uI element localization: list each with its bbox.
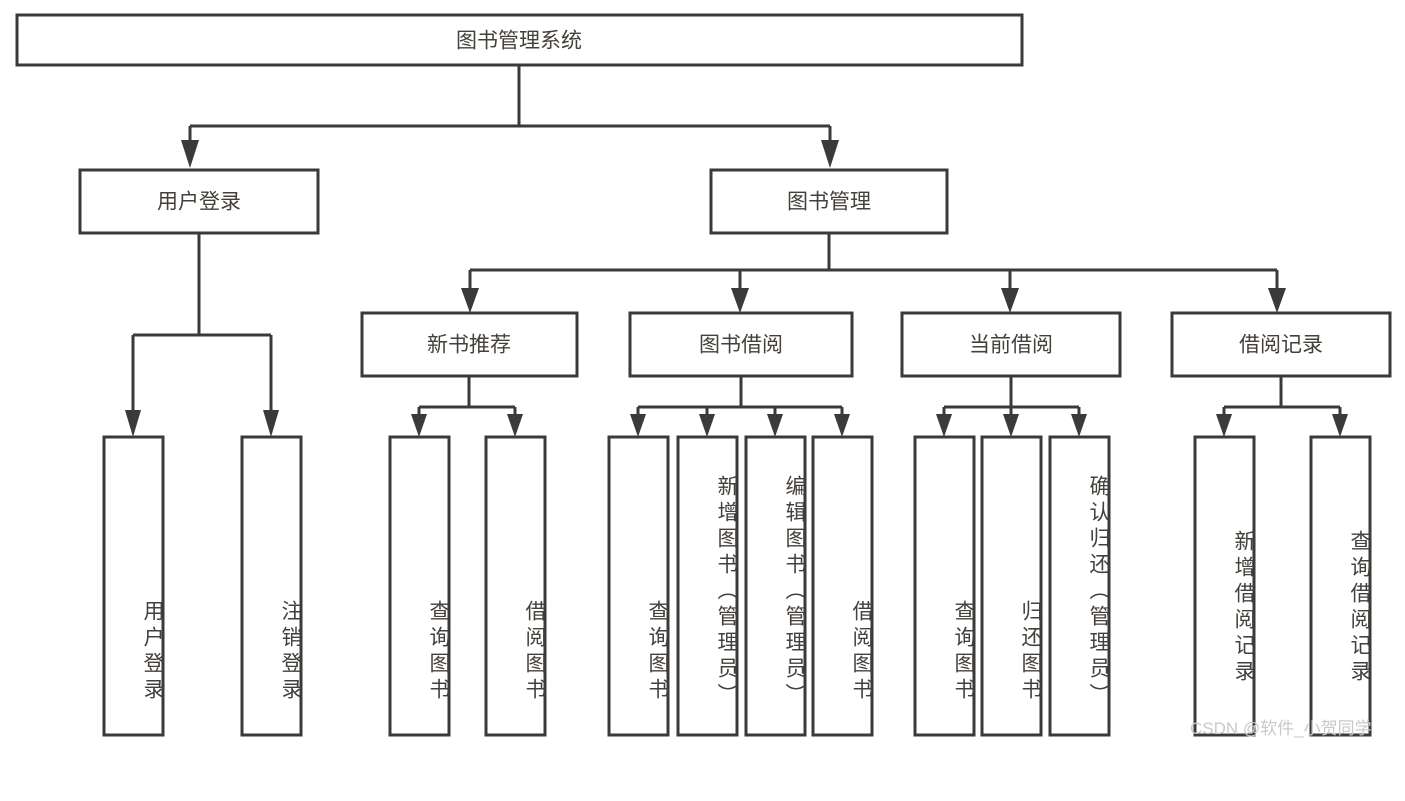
- node-borrow-record[interactable]: [1170, 311, 1392, 378]
- leaf-box-user-login-2[interactable]: [240, 435, 303, 737]
- arrowhead-book-management: [821, 140, 839, 168]
- arrowhead-current-borrow: [1001, 288, 1019, 313]
- system-structure-diagram: 图书管理系统 用户登录 图书管理 新书推荐 图书借阅 当前借阅 借阅记录: [15, 13, 1392, 737]
- arrowhead-bb-leaf-4: [834, 414, 850, 437]
- node-new-book-recommend-label: 新书推荐: [427, 334, 511, 357]
- arrowhead-new-book-recommend: [461, 288, 479, 313]
- node-current-borrow[interactable]: [900, 311, 1122, 378]
- arrowhead-br-leaf-1: [1216, 414, 1232, 437]
- arrowhead-cb-leaf-2: [1003, 414, 1019, 437]
- leaf-box-bb-2[interactable]: [676, 435, 739, 737]
- arrowhead-cb-leaf-3: [1071, 414, 1087, 437]
- leaf-box-bb-1[interactable]: [607, 435, 670, 737]
- arrowhead-bb-leaf-2: [699, 414, 715, 437]
- leaf-box-br-2[interactable]: [1309, 435, 1372, 737]
- arrowhead-book-borrow: [731, 288, 749, 313]
- arrowhead-nbr-leaf-1: [411, 414, 427, 437]
- node-book-management-label: 图书管理: [787, 191, 871, 214]
- node-book-management[interactable]: [709, 168, 949, 235]
- node-root-label: 图书管理系统: [456, 30, 582, 53]
- leaf-box-user-login-1[interactable]: [102, 435, 165, 737]
- leaf-box-cb-3[interactable]: [1048, 435, 1111, 737]
- leaf-box-cb-1[interactable]: [913, 435, 976, 737]
- arrowhead-bb-leaf-1: [630, 414, 646, 437]
- node-new-book-recommend[interactable]: [360, 311, 579, 378]
- node-user-login-label: 用户登录: [157, 191, 241, 214]
- arrowhead-leaf-user-login-1: [125, 410, 141, 437]
- arrowhead-nbr-leaf-2: [507, 414, 523, 437]
- node-borrow-record-label: 借阅记录: [1239, 334, 1323, 357]
- arrowhead-user-login: [181, 140, 199, 168]
- leaf-box-bb-3[interactable]: [744, 435, 807, 737]
- csdn-watermark: CSDN @软件_小贺同学: [1190, 719, 1372, 738]
- node-root-book-management-system[interactable]: [15, 13, 1024, 67]
- arrowhead-br-leaf-2: [1332, 414, 1348, 437]
- leaf-box-cb-2[interactable]: [980, 435, 1043, 737]
- arrowhead-leaf-user-login-2: [263, 410, 279, 437]
- leaf-box-br-1[interactable]: [1193, 435, 1256, 737]
- leaf-box-bb-4[interactable]: [811, 435, 874, 737]
- arrowhead-cb-leaf-1: [936, 414, 952, 437]
- arrowhead-bb-leaf-3: [767, 414, 783, 437]
- arrowhead-borrow-record: [1268, 288, 1286, 313]
- leaf-box-nbr-1[interactable]: [388, 435, 451, 737]
- node-book-borrow-label: 图书借阅: [699, 334, 783, 357]
- node-book-borrow[interactable]: [628, 311, 854, 378]
- leaf-box-nbr-2[interactable]: [484, 435, 547, 737]
- node-current-borrow-label: 当前借阅: [969, 334, 1053, 357]
